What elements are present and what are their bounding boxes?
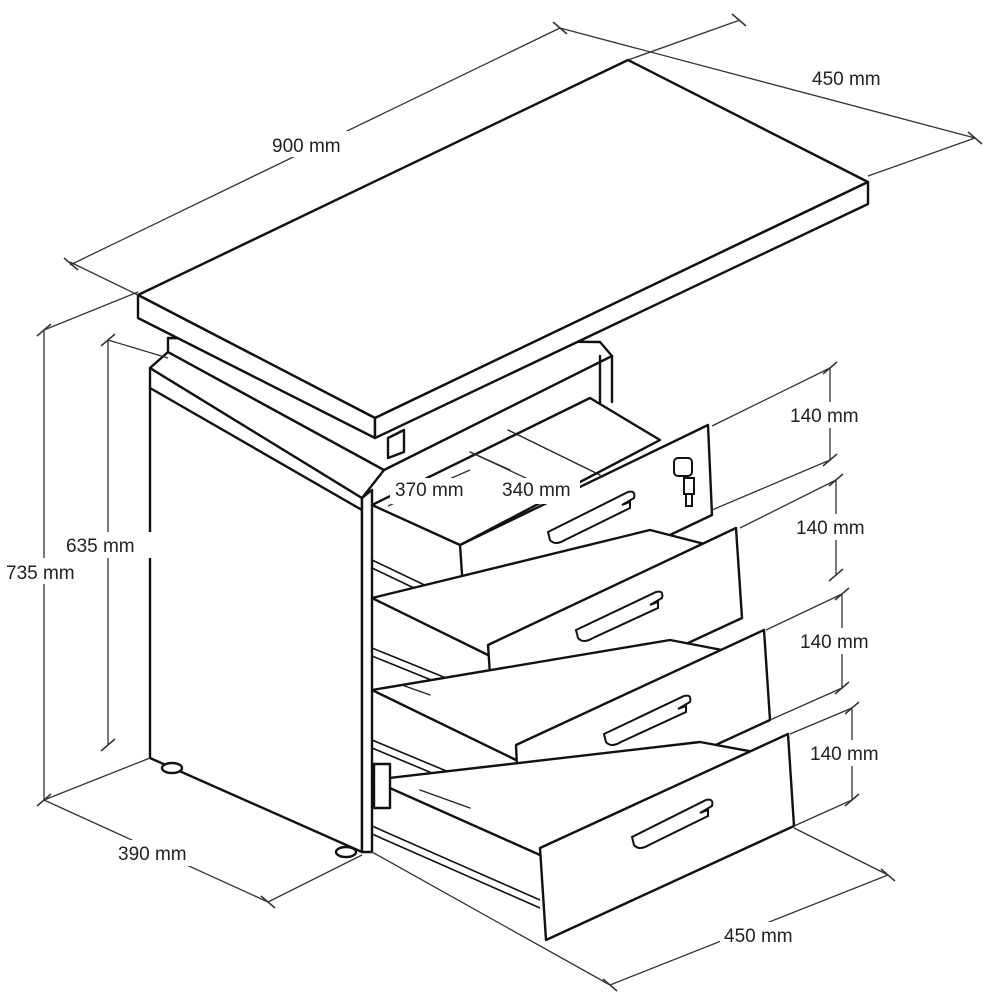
lock-key-icon[interactable] bbox=[673, 457, 695, 507]
label-drawer-3-height: 140 mm bbox=[800, 632, 869, 653]
drawer-handle-icon[interactable] bbox=[630, 798, 714, 849]
drawer-handle-icon[interactable] bbox=[574, 590, 664, 642]
drawer-handle-icon[interactable] bbox=[602, 694, 692, 746]
desktop-support bbox=[386, 428, 406, 460]
label-drawer-4-height: 140 mm bbox=[810, 744, 879, 765]
label-top-length: 900 mm bbox=[272, 136, 341, 157]
label-body-width: 450 mm bbox=[724, 926, 793, 947]
desktop-side-edge bbox=[373, 180, 870, 440]
desktop-top bbox=[136, 58, 870, 460]
label-top-depth: 450 mm bbox=[812, 69, 881, 90]
caster-foot bbox=[160, 761, 184, 775]
dim-line-body-width bbox=[371, 851, 611, 986]
drawer-slide-clip bbox=[372, 762, 392, 810]
drawer-4[interactable] bbox=[370, 732, 796, 942]
dim-line-top-depth bbox=[559, 27, 976, 139]
label-body-height: 635 mm bbox=[66, 536, 135, 557]
label-body-depth: 390 mm bbox=[118, 844, 187, 865]
label-drawer-2-height: 140 mm bbox=[796, 518, 865, 539]
label-drawer-inner-width: 340 mm bbox=[502, 480, 571, 501]
caster-foot bbox=[334, 845, 358, 859]
label-total-height: 735 mm bbox=[6, 563, 75, 584]
label-drawer-1-height: 140 mm bbox=[790, 406, 859, 427]
label-drawer-inner-depth: 370 mm bbox=[395, 480, 464, 501]
cabinet-front-post bbox=[360, 488, 374, 854]
drawer-box-interior bbox=[370, 396, 662, 547]
dimension-labels: 900 mm 450 mm 735 mm 635 mm 390 mm 450 m… bbox=[2, 64, 900, 948]
drawer-handle-icon[interactable] bbox=[546, 490, 636, 544]
